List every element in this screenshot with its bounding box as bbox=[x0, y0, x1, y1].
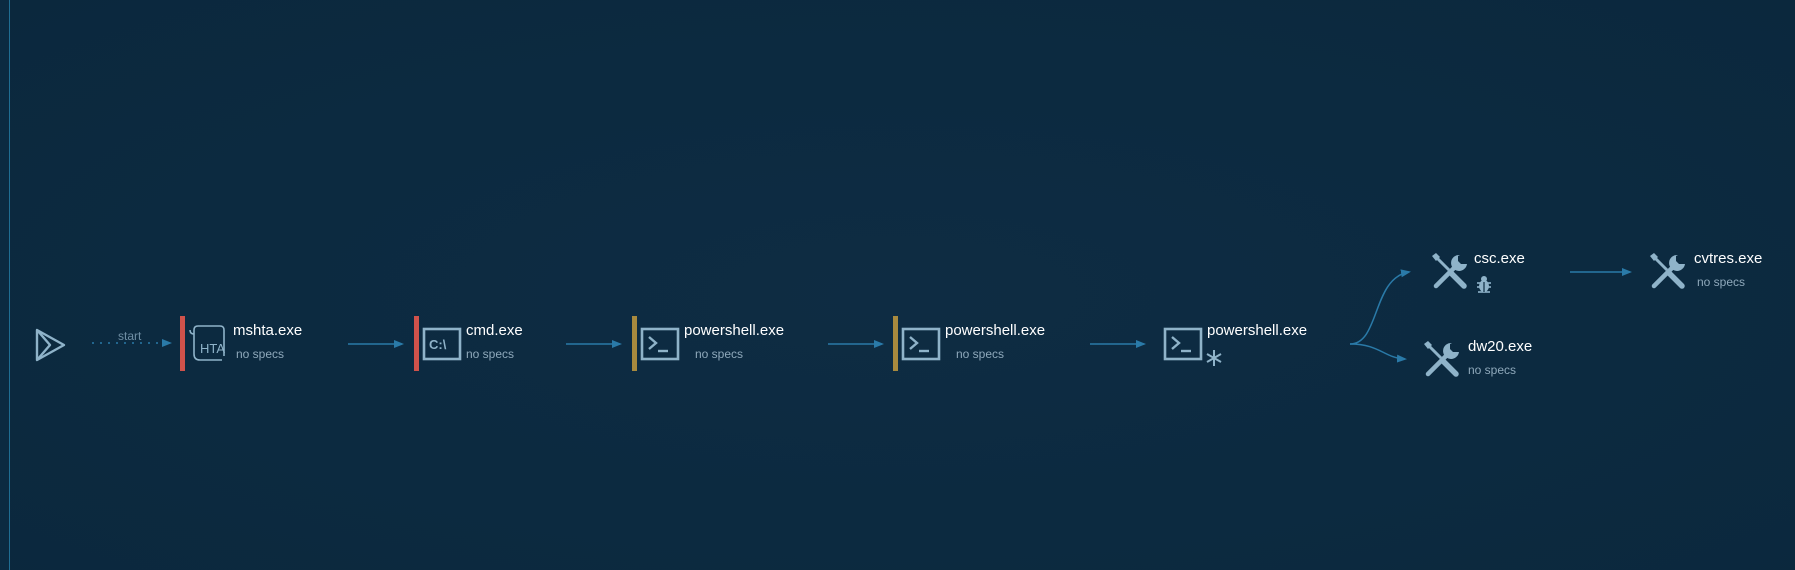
process-node-powershell-1[interactable]: powershell.exe no specs bbox=[632, 316, 812, 372]
hta-script-icon: HTA bbox=[189, 325, 225, 361]
process-spec: no specs bbox=[236, 347, 285, 361]
process-spec: no specs bbox=[1468, 363, 1517, 377]
process-name: powershell.exe bbox=[684, 322, 785, 339]
threat-bar bbox=[414, 316, 419, 371]
process-node-powershell-2[interactable]: powershell.exe no specs bbox=[893, 316, 1073, 372]
process-spec: no specs bbox=[956, 347, 1005, 361]
threat-bar bbox=[893, 316, 898, 371]
process-node-cmd[interactable]: C:\ cmd.exe no specs bbox=[414, 316, 544, 372]
bug-icon bbox=[1477, 276, 1491, 293]
threat-bar bbox=[632, 316, 637, 371]
powershell-icon bbox=[640, 327, 680, 361]
process-name: cvtres.exe bbox=[1694, 250, 1763, 267]
svg-text:C:\: C:\ bbox=[429, 337, 447, 352]
process-name: cmd.exe bbox=[466, 322, 523, 339]
process-node-csc[interactable]: csc.exe bbox=[1424, 244, 1564, 300]
process-spec: no specs bbox=[1697, 275, 1746, 289]
process-name: csc.exe bbox=[1474, 250, 1525, 267]
process-name: mshta.exe bbox=[233, 322, 303, 339]
tools-icon bbox=[1424, 341, 1459, 377]
start-label: start bbox=[118, 329, 142, 343]
edge-ps3-csc bbox=[1349, 269, 1411, 345]
cmd-console-icon: C:\ bbox=[422, 327, 462, 361]
process-node-dw20[interactable]: dw20.exe no specs bbox=[1418, 332, 1558, 388]
tools-icon bbox=[1650, 253, 1685, 289]
play-icon[interactable] bbox=[32, 326, 70, 364]
powershell-icon bbox=[1163, 327, 1203, 361]
process-spec: no specs bbox=[466, 347, 515, 361]
process-name: dw20.exe bbox=[1468, 338, 1533, 355]
asterisk-icon bbox=[1206, 350, 1222, 366]
svg-text:HTA: HTA bbox=[200, 341, 225, 356]
process-node-powershell-3[interactable]: powershell.exe bbox=[1155, 316, 1335, 372]
process-spec: no specs bbox=[695, 347, 744, 361]
edge-ps3-dw20 bbox=[1349, 343, 1407, 363]
powershell-icon bbox=[901, 327, 941, 361]
tools-icon bbox=[1432, 253, 1467, 289]
process-node-cvtres[interactable]: cvtres.exe no specs bbox=[1644, 244, 1794, 300]
process-name: powershell.exe bbox=[945, 322, 1046, 339]
left-panel-edge bbox=[0, 0, 10, 570]
process-node-mshta[interactable]: HTA mshta.exe no specs bbox=[180, 316, 330, 372]
threat-bar bbox=[180, 316, 185, 371]
process-name: powershell.exe bbox=[1207, 322, 1308, 339]
